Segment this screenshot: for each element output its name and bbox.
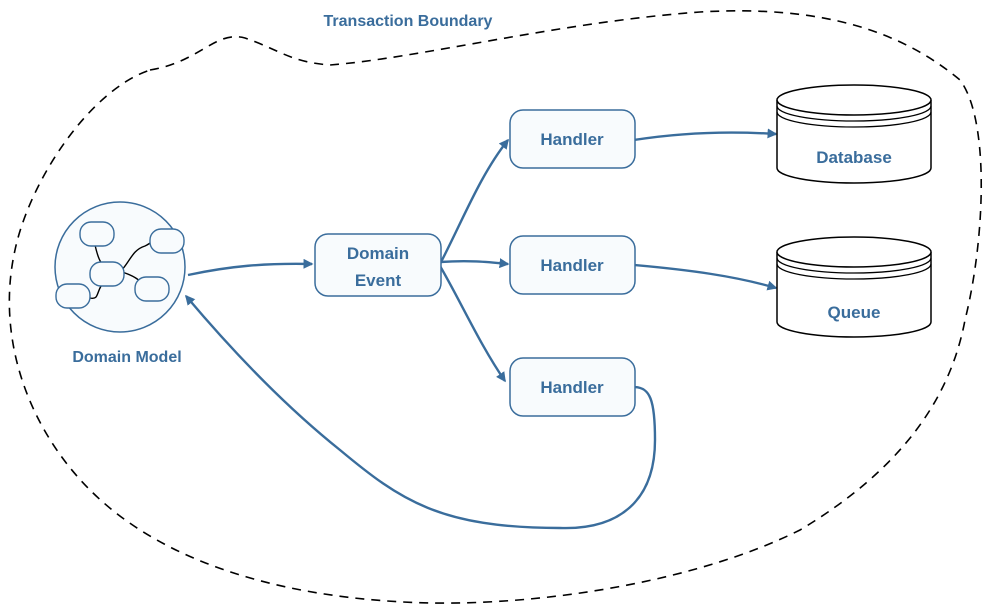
database-label: Database (816, 148, 892, 167)
queue-cylinder-icon (776, 236, 932, 338)
handler-label-1: Handler (540, 130, 604, 149)
event-to-handler-2-arrow (439, 258, 510, 269)
event-to-handler-3-arrow (438, 265, 506, 383)
domain-event-label-line-2: Event (355, 271, 402, 290)
handler-1-to-database-arrow (633, 128, 778, 142)
transaction-boundary-outline (8, 10, 983, 604)
database-cylinder-icon (776, 84, 932, 184)
handler-label-3: Handler (540, 378, 604, 397)
domain-event-label-line-1: Domain (347, 244, 409, 263)
transaction-boundary-label: Transaction Boundary (324, 13, 493, 30)
handler-label-2: Handler (540, 256, 604, 275)
handler-3-to-model-feedback-arrow (185, 294, 657, 530)
handler-node-2 (509, 235, 636, 295)
domain-model-icon (54, 201, 186, 333)
queue-label: Queue (828, 303, 881, 322)
domain-event-node (314, 233, 442, 297)
event-to-handler-1-arrow (438, 138, 509, 265)
domain-model-label: Domain Model (72, 349, 181, 366)
model-to-event-arrow (187, 258, 314, 277)
handler-node-3 (509, 357, 636, 417)
handler-2-to-queue-arrow (633, 263, 778, 291)
handler-node-1 (509, 109, 636, 169)
